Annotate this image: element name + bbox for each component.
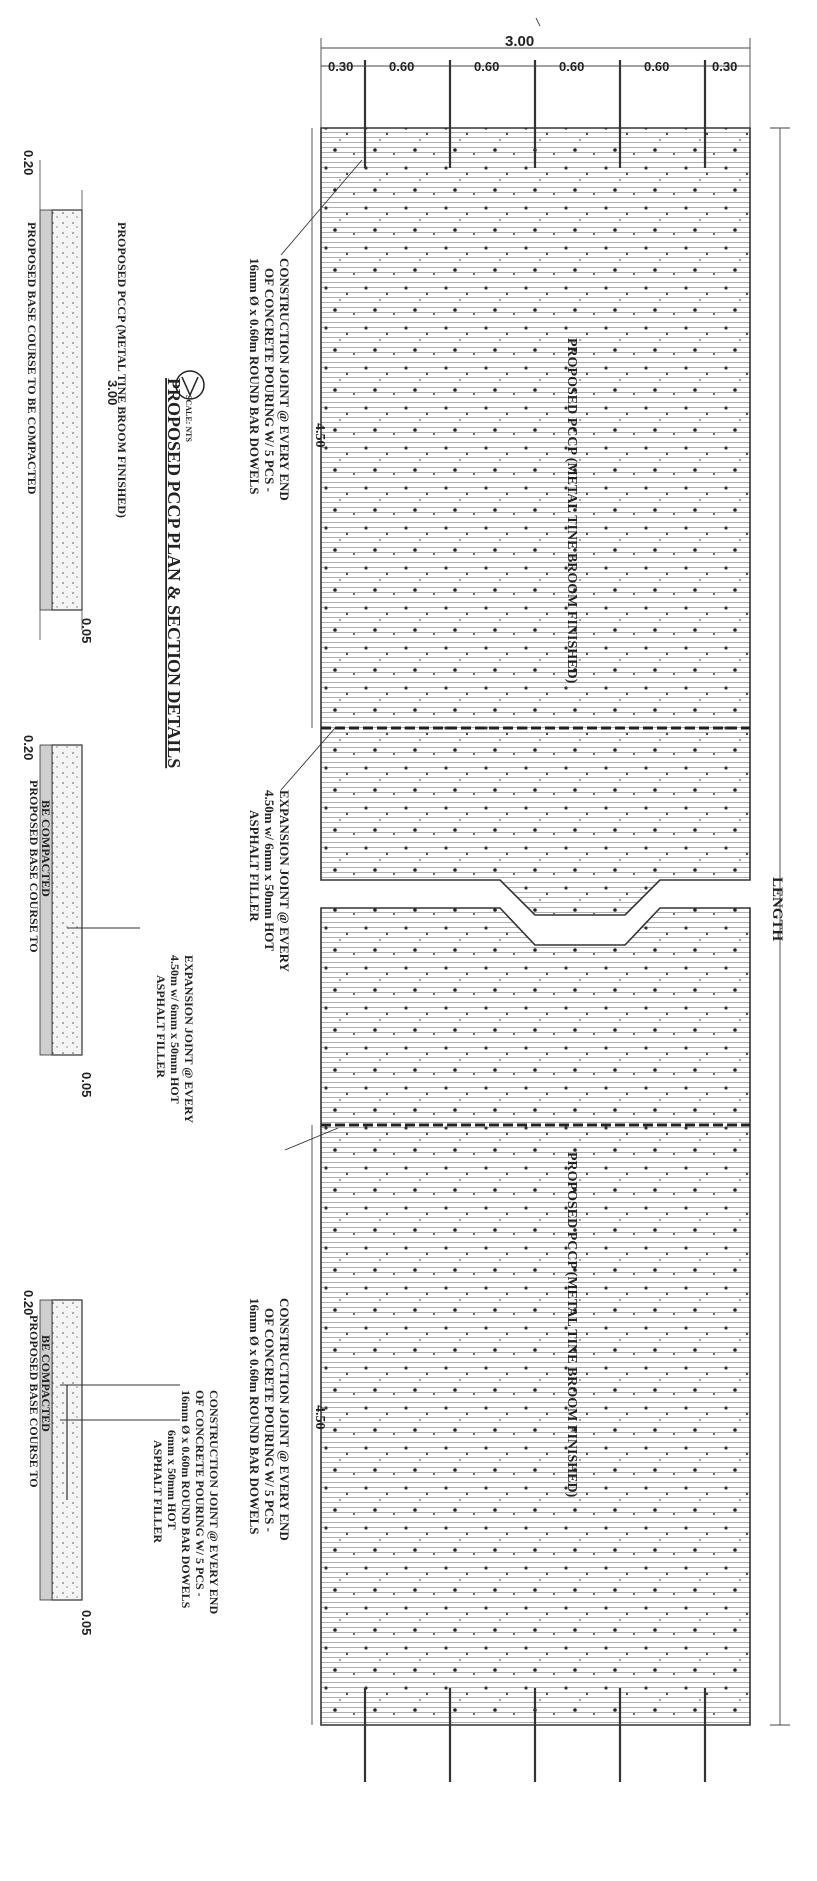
section-3-joint-note: CONSTRUCTION JOINT @ EVERY END OF CONCRE…: [151, 1390, 221, 1614]
section-1-width: 3.00: [105, 380, 120, 405]
svg-text:PROPOSED BASE COURSE TO: PROPOSED BASE COURSE TO: [27, 780, 41, 953]
slab-label-1: PROPOSED PCCP (METAL TINE BROOM FINISHED…: [564, 338, 579, 684]
svg-text:OF CONCRETE POURING W/ 5 PCS -: OF CONCRETE POURING W/ 5 PCS -: [262, 1308, 277, 1532]
svg-text:16mm Ø x 0.60m ROUND BAR DOWEL: 16mm Ø x 0.60m ROUND BAR DOWELS: [247, 258, 262, 495]
expansion-joint-note-plan: EXPANSION JOINT @ EVERY 4.50m w/ 6mm x 5…: [247, 790, 292, 973]
section-1-pccp-label: PROPOSED PCCP (METAL TINE BROOM FINISHED…: [115, 222, 129, 518]
section-3: [39, 1299, 180, 1601]
section-2-base-label: PROPOSED BASE COURSE TO BE COMPACTED: [27, 780, 53, 953]
leader-bottom: [284, 1127, 339, 1151]
svg-text:16mm Ø x 0.60m ROUND BAR DOWEL: 16mm Ø x 0.60m ROUND BAR DOWELS: [247, 1298, 262, 1535]
slab-label-2: PROPOSED PCCP (METAL TINE BROOM FINISHED…: [564, 1152, 579, 1498]
slab-length-1: 4.50: [312, 423, 327, 448]
construction-joint-note-bottom: CONSTRUCTION JOINT @ EVERY END OF CONCRE…: [247, 1298, 292, 1541]
svg-text:OF CONCRETE POURING W/ 5 PCS -: OF CONCRETE POURING W/ 5 PCS -: [193, 1390, 207, 1597]
width-seg-2: 0.60: [389, 59, 414, 74]
svg-text:EXPANSION JOINT @ EVERY: EXPANSION JOINT @ EVERY: [277, 790, 292, 973]
title-logo-icon: [175, 370, 205, 400]
section-2-base: 0.05: [79, 1072, 94, 1097]
width-seg-6: 0.30: [712, 59, 737, 74]
svg-text:EXPANSION JOINT @ EVERY: EXPANSION JOINT @ EVERY: [182, 955, 196, 1123]
svg-text:4.50m w/ 6mm x 50mm HOT: 4.50m w/ 6mm x 50mm HOT: [168, 955, 182, 1104]
width-total-label: 3.00: [505, 33, 534, 50]
section-2-thickness: 0.20: [21, 735, 36, 760]
svg-text:CONSTRUCTION JOINT @ EVERY END: CONSTRUCTION JOINT @ EVERY END: [277, 1298, 292, 1541]
scale-text: SCALE: NTS: [184, 395, 193, 442]
construction-joint-note-top: CONSTRUCTION JOINT @ EVERY END OF CONCRE…: [247, 258, 292, 501]
plan-slab-1: [320, 127, 751, 916]
section-1: [39, 160, 83, 640]
svg-text:BE COMPACTED: BE COMPACTED: [39, 800, 53, 897]
svg-text:16mm Ø x 0.60m ROUND BAR DOWEL: 16mm Ø x 0.60m ROUND BAR DOWELS: [179, 1390, 193, 1609]
svg-text:OF CONCRETE POURING W/ 5 PCS -: OF CONCRETE POURING W/ 5 PCS -: [262, 268, 277, 492]
svg-text:6mm x 50mm HOT: 6mm x 50mm HOT: [165, 1430, 179, 1530]
svg-text:CONSTRUCTION JOINT @ EVERY END: CONSTRUCTION JOINT @ EVERY END: [207, 1390, 221, 1614]
slab-length-2: 4.50: [312, 1405, 327, 1430]
section-1-base-label: PROPOSED BASE COURSE TO BE COMPACTED: [25, 222, 39, 495]
section-3-base: 0.05: [79, 1610, 94, 1635]
section-1-base: 0.05: [79, 618, 94, 643]
title-block: PROPOSED PCCP PLAN & SECTION DETAILS SCA…: [164, 370, 205, 768]
width-dimension: [320, 17, 751, 128]
plan-slab-2: [320, 907, 751, 1726]
svg-text:4.50m w/ 6mm x 50mm HOT: 4.50m w/ 6mm x 50mm HOT: [262, 790, 277, 951]
section-1-thickness: 0.20: [21, 150, 36, 175]
svg-text:ASPHALT FILLER: ASPHALT FILLER: [247, 810, 262, 922]
svg-text:PROPOSED BASE COURSE TO: PROPOSED BASE COURSE TO: [27, 1315, 41, 1488]
section-2-joint-note: EXPANSION JOINT @ EVERY 4.50m w/ 6mm x 5…: [154, 955, 196, 1123]
section-2: [39, 744, 140, 1056]
leader-top: [280, 159, 363, 256]
top-dowels: [363, 60, 707, 168]
svg-text:BE COMPACTED: BE COMPACTED: [39, 1335, 53, 1432]
length-dimension: [770, 127, 790, 1726]
width-seg-1: 0.30: [328, 59, 353, 74]
title-text: PROPOSED PCCP PLAN & SECTION DETAILS: [164, 378, 184, 768]
svg-text:ASPHALT FILLER: ASPHALT FILLER: [154, 975, 168, 1078]
svg-text:ASPHALT FILLER: ASPHALT FILLER: [151, 1440, 165, 1543]
length-label: LENGTH: [769, 877, 785, 942]
leader-expansion: [280, 727, 336, 791]
bottom-dowels: [363, 1688, 707, 1782]
svg-text:CONSTRUCTION JOINT @ EVERY END: CONSTRUCTION JOINT @ EVERY END: [277, 258, 292, 501]
width-seg-5: 0.60: [644, 59, 669, 74]
section-3-base-label: PROPOSED BASE COURSE TO BE COMPACTED: [27, 1315, 53, 1488]
section-3-thickness: 0.20: [21, 1290, 36, 1315]
width-seg-4: 0.60: [559, 59, 584, 74]
width-seg-3: 0.60: [474, 59, 499, 74]
